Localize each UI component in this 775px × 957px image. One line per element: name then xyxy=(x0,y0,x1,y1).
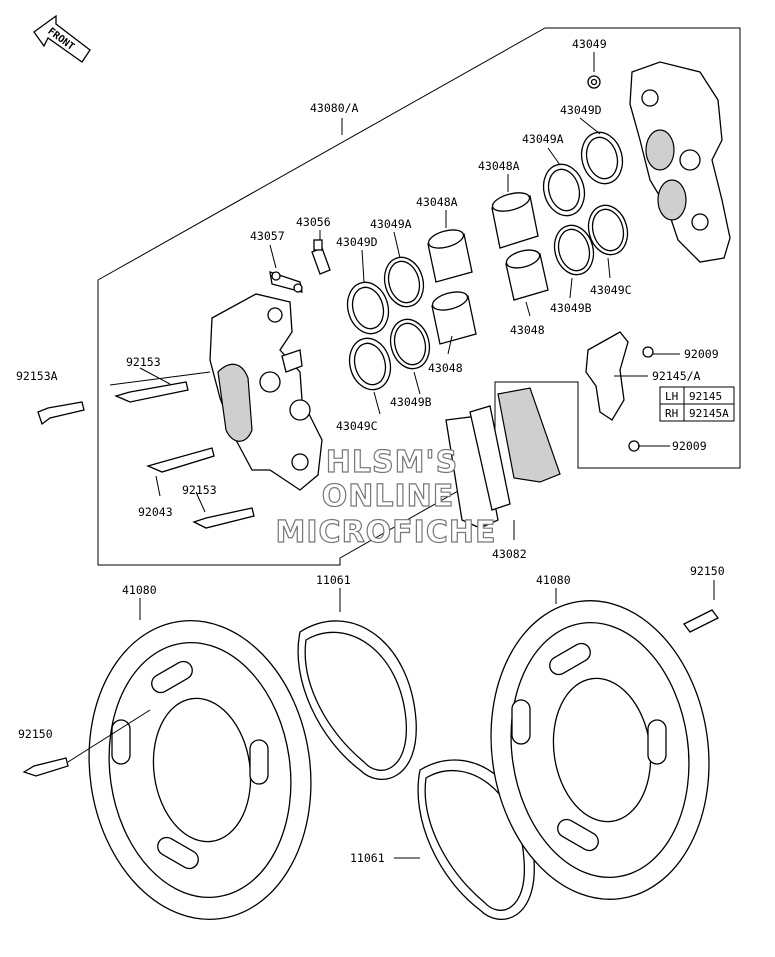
seal-rings-right xyxy=(542,75,629,276)
label-92009-upper: 92009 xyxy=(684,347,719,361)
part-labels: 43049 43080/A 43049D 43049A 43048A 43048… xyxy=(16,37,725,865)
label-92153-lower: 92153 xyxy=(182,483,217,497)
label-43049a-right: 43049A xyxy=(522,132,564,146)
leader-lines xyxy=(67,52,715,859)
variant-row-rh-side: RH xyxy=(665,407,678,420)
label-43048a-right: 43048A xyxy=(478,159,520,173)
label-11061-lower: 11061 xyxy=(350,851,385,865)
bleeder-parts xyxy=(269,239,331,293)
brake-disc-right xyxy=(490,600,710,900)
front-arrow-icon: FRONT xyxy=(33,14,91,63)
label-92153-upper: 92153 xyxy=(126,355,161,369)
caliper-body-right xyxy=(629,61,731,263)
label-92145a: 92145/A xyxy=(652,369,701,383)
label-43048-right: 43048 xyxy=(510,323,545,337)
caliper-body-left xyxy=(209,293,323,491)
label-41080-left: 41080 xyxy=(122,583,157,597)
watermark-line-1: HLSM'S xyxy=(326,445,458,480)
label-43049d-right: 43049D xyxy=(560,103,602,117)
label-92009-lower: 92009 xyxy=(672,439,707,453)
label-92150-left: 92150 xyxy=(18,727,53,741)
gasket-upper xyxy=(297,620,417,780)
bolts xyxy=(22,381,719,777)
variant-row-rh-part: 92145A xyxy=(689,407,729,420)
label-43049b-right: 43049B xyxy=(550,301,592,315)
label-41080-right: 41080 xyxy=(536,573,571,587)
pistons-left xyxy=(427,229,477,345)
pistons-right xyxy=(491,192,549,301)
label-43048-left: 43048 xyxy=(428,361,463,375)
caliper-assembly-frame xyxy=(97,27,741,566)
label-43048a-left: 43048A xyxy=(416,195,458,209)
label-11061-upper: 11061 xyxy=(316,573,351,587)
label-43057: 43057 xyxy=(250,229,285,243)
seal-rings-left xyxy=(346,256,431,391)
watermark-line-2: ONLINE xyxy=(322,479,455,514)
variant-row-lh-side: LH xyxy=(665,390,678,403)
label-43049c-left: 43049C xyxy=(336,419,378,433)
label-92150-right: 92150 xyxy=(690,564,725,578)
label-43080a: 43080/A xyxy=(310,101,359,115)
variant-table: LH 92145 RH 92145A xyxy=(659,386,735,422)
label-43049c-right: 43049C xyxy=(590,283,632,297)
label-43049: 43049 xyxy=(572,37,607,51)
label-92043: 92043 xyxy=(138,505,173,519)
label-43049a-left: 43049A xyxy=(370,217,412,231)
variant-row-lh-part: 92145 xyxy=(689,390,722,403)
label-43049b-left: 43049B xyxy=(390,395,432,409)
watermark-line-3: MICROFICHE xyxy=(276,515,497,550)
brake-pads xyxy=(445,387,561,529)
mounting-bracket xyxy=(585,331,654,452)
brake-disc-left xyxy=(88,620,312,920)
watermark: HLSM'S ONLINE MICROFICHE xyxy=(275,444,497,550)
label-43056: 43056 xyxy=(296,215,331,229)
label-43049d-left: 43049D xyxy=(336,235,378,249)
label-43082: 43082 xyxy=(492,547,527,561)
label-92153a: 92153A xyxy=(16,369,58,383)
